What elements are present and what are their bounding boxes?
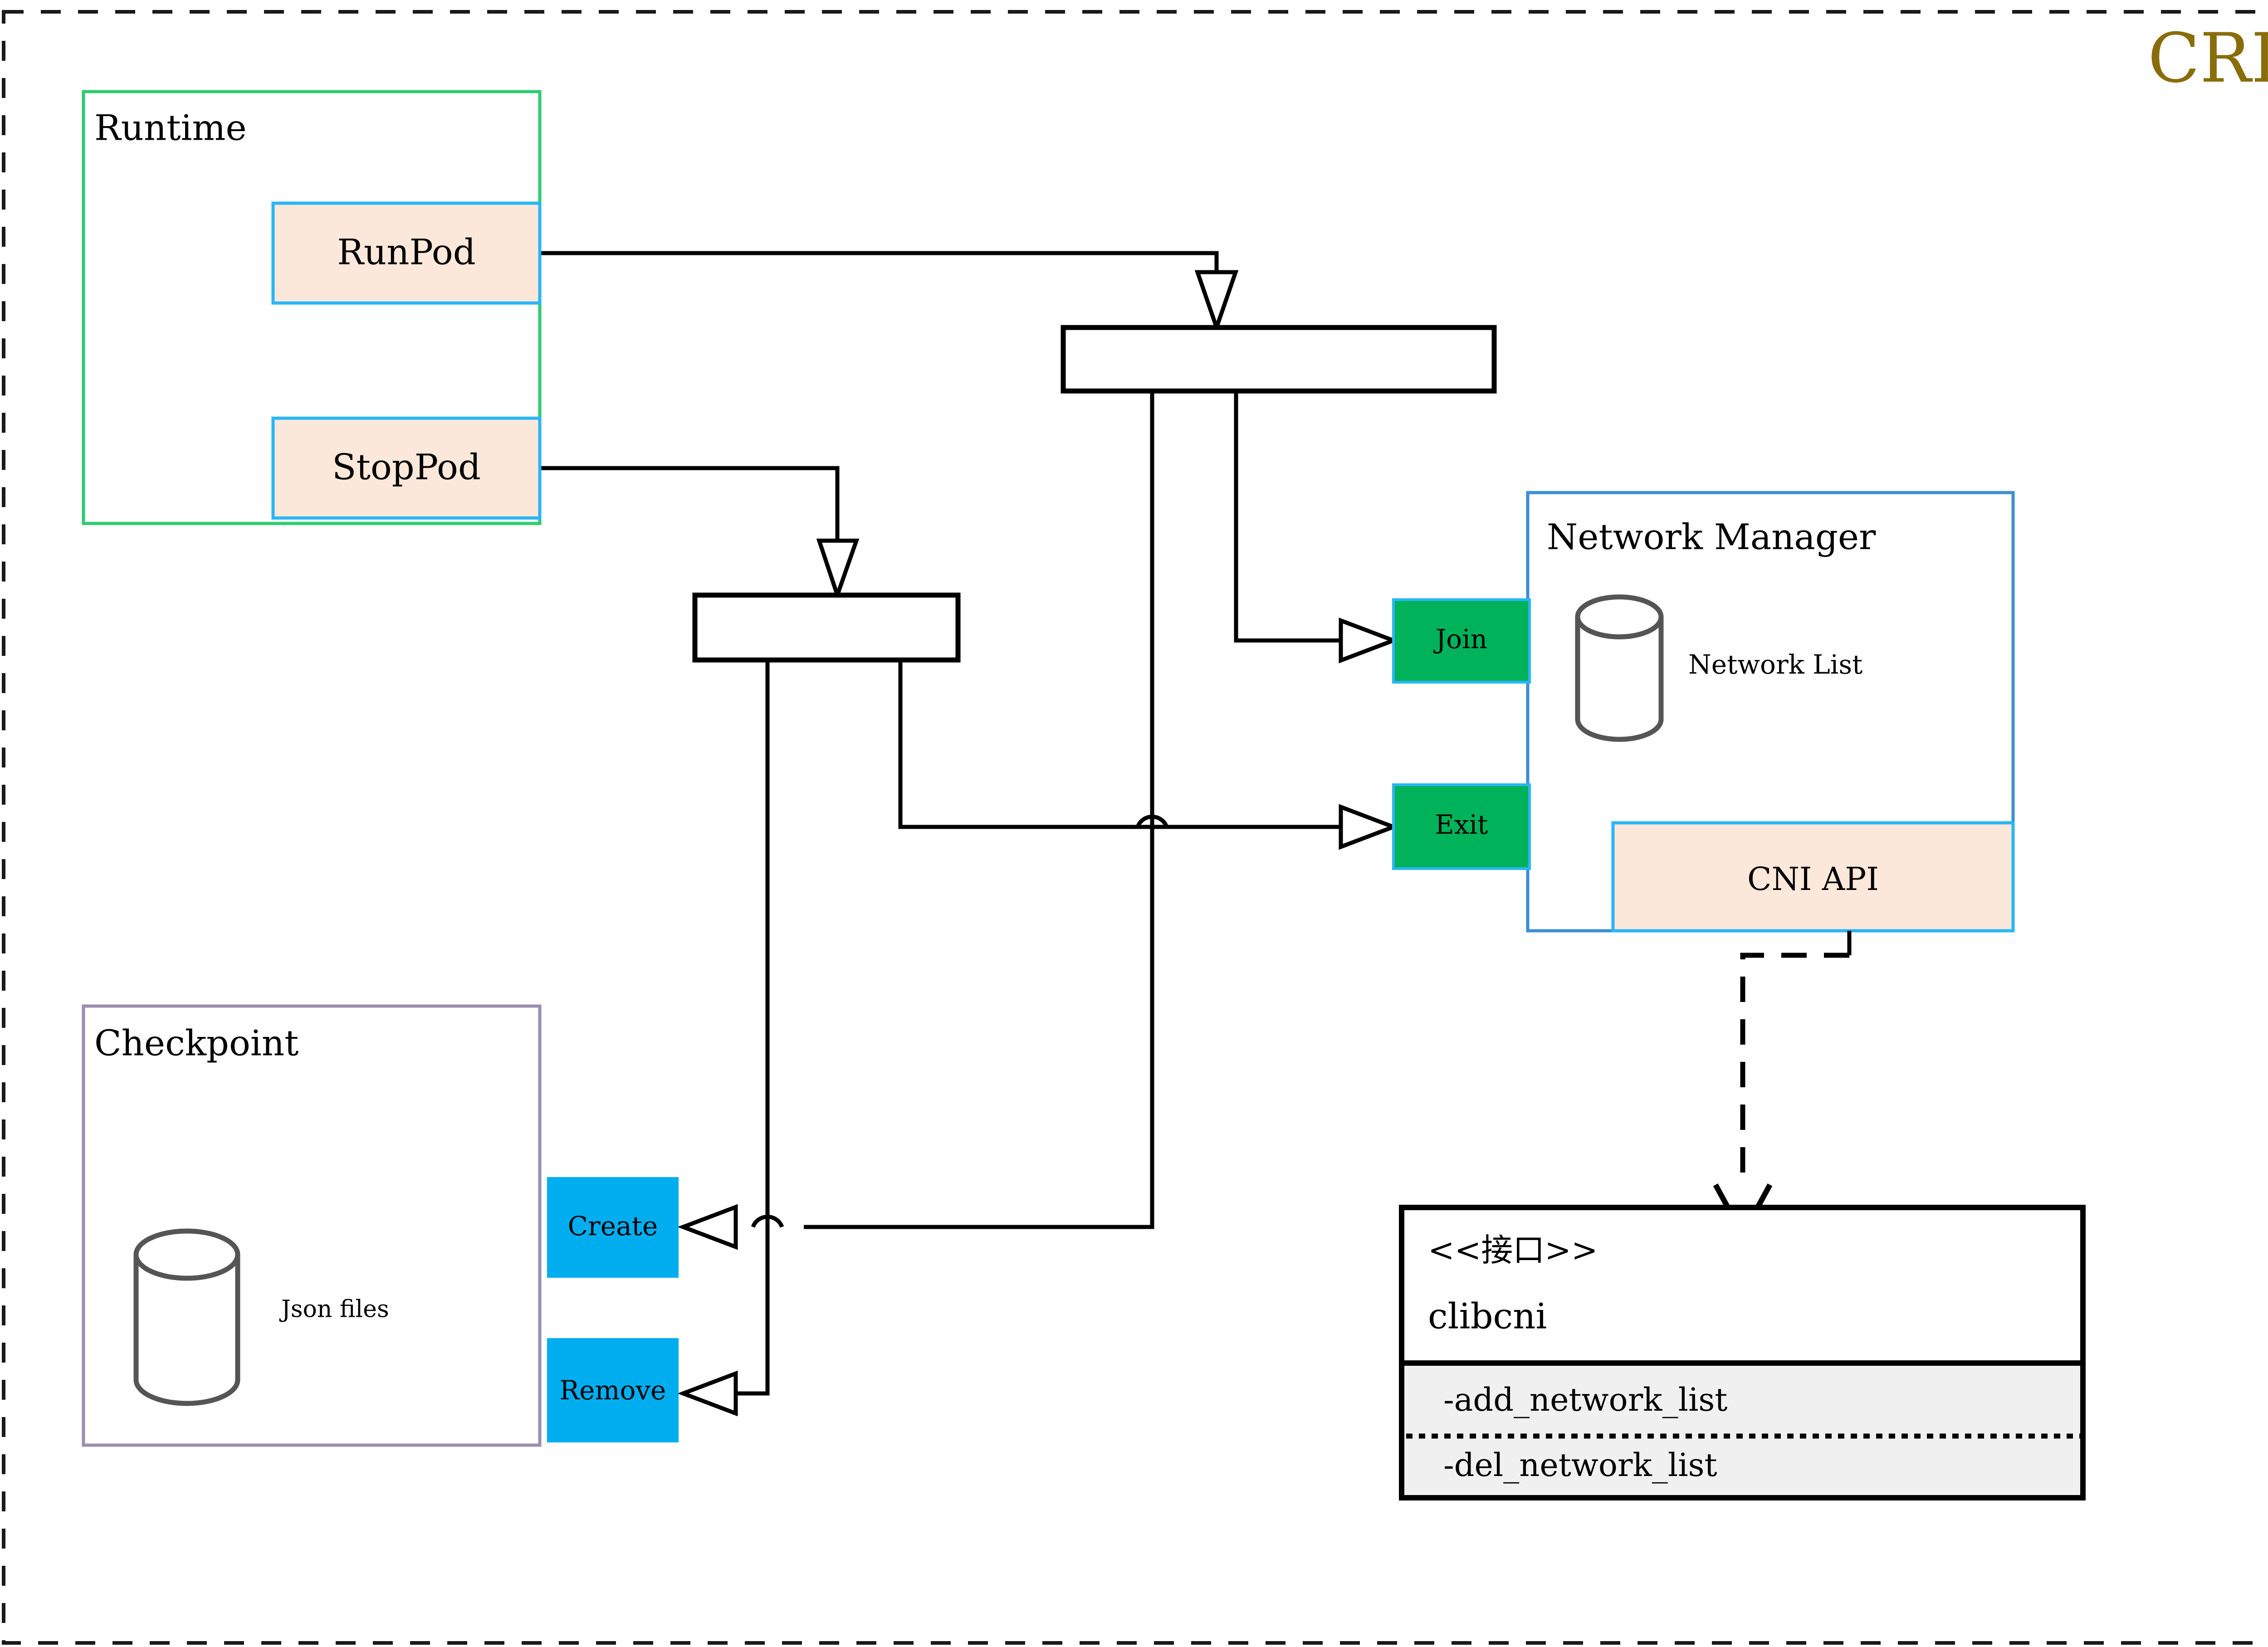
network-manager-group-title: Network Manager — [1547, 517, 1876, 558]
exit-label: Exit — [1435, 809, 1488, 840]
join-box[interactable] — [1392, 598, 1531, 684]
clibcni-stereotype: <<接口>> — [1428, 1232, 1598, 1269]
edge-runpod-to-fork-upper — [538, 251, 1219, 305]
runtime-group-title: Runtime — [94, 108, 247, 149]
arrowhead-create — [677, 1204, 738, 1250]
page-title: CRI — [2148, 19, 2268, 98]
runpod-box[interactable] — [271, 201, 542, 305]
clibcni-box-border — [1399, 1205, 2086, 1500]
network-list-label: Network List — [1688, 649, 1862, 680]
arrowhead-remove — [677, 1370, 738, 1417]
checkpoint-group-title: Checkpoint — [94, 1023, 298, 1064]
remove-box[interactable] — [547, 1338, 679, 1442]
arrowhead-stoppod-fork — [816, 538, 860, 601]
edge-cni-api-to-clibcni — [1740, 953, 1849, 1185]
edge-fork-lower-to-remove — [707, 660, 770, 1396]
fork-node-upper — [1061, 325, 1497, 394]
line-jump-create-crossing — [751, 1214, 784, 1228]
arrowhead-runpod-fork — [1194, 270, 1239, 334]
arrowhead-exit — [1339, 804, 1399, 850]
stoppod-box[interactable] — [271, 416, 542, 520]
stoppod-label: StopPod — [332, 447, 481, 488]
clibcni-method-add: -add_network_list — [1443, 1381, 1727, 1418]
outer-frame — [2, 10, 2268, 1645]
json-files-label: Json files — [279, 1296, 389, 1323]
clibcni-methods-compartment — [1404, 1363, 2080, 1495]
edge-stoppod-to-fork-lower — [538, 466, 840, 572]
create-label: Create — [568, 1211, 658, 1241]
join-label: Join — [1433, 624, 1487, 655]
clibcni-name: clibcni — [1428, 1296, 1547, 1337]
edge-fork-lower-to-exit — [898, 660, 1370, 829]
remove-label: Remove — [559, 1375, 666, 1406]
runpod-label: RunPod — [337, 232, 475, 273]
runtime-group-box — [82, 90, 542, 525]
cni-api-label: CNI API — [1747, 860, 1879, 898]
cni-api-box[interactable] — [1611, 821, 2015, 933]
fork-node-lower — [692, 592, 961, 663]
clibcni-method-del: -del_network_list — [1443, 1447, 1717, 1484]
edge-fork-upper-to-join — [1234, 391, 1370, 643]
create-box[interactable] — [547, 1177, 679, 1278]
checkpoint-group-box — [82, 1004, 542, 1447]
exit-box[interactable] — [1392, 783, 1531, 870]
network-list-cylinder-icon — [1575, 594, 1664, 742]
arrowhead-join — [1339, 617, 1399, 664]
line-jump-exit-crossing — [1135, 814, 1169, 828]
json-files-cylinder-icon — [133, 1228, 240, 1406]
edge-fork-upper-to-create — [804, 391, 1154, 1229]
